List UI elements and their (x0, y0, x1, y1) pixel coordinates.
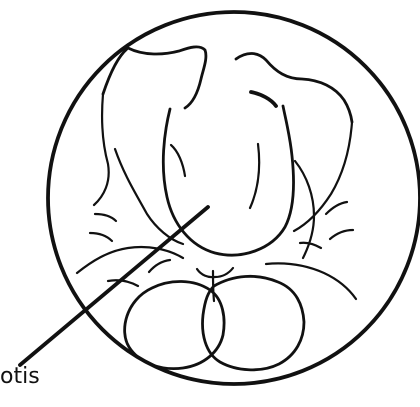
right-small-fold-c (300, 243, 321, 248)
epiglottis-inner-contour-2 (250, 144, 259, 208)
left-small-fold-b (90, 233, 112, 241)
upper-right-fold (236, 53, 352, 122)
right-bulb-structure (203, 276, 304, 370)
epiglottis-inner-contour (171, 145, 185, 176)
right-fold-shadow (251, 92, 276, 106)
right-small-fold-a (326, 202, 347, 214)
left-lateral-fold (94, 94, 109, 205)
right-lateral-fold (294, 122, 352, 231)
circular-view-boundary (48, 12, 420, 384)
central-ridge (213, 271, 214, 301)
upper-left-fold (103, 47, 206, 108)
left-aryepiglottic-fold (115, 149, 183, 244)
right-small-fold-b (330, 230, 353, 239)
left-small-fold-d (149, 260, 170, 272)
left-small-fold-a (95, 214, 116, 221)
epiglottis-label: otis (0, 366, 40, 388)
central-notch (197, 268, 233, 277)
epiglottis-outline (163, 106, 293, 255)
